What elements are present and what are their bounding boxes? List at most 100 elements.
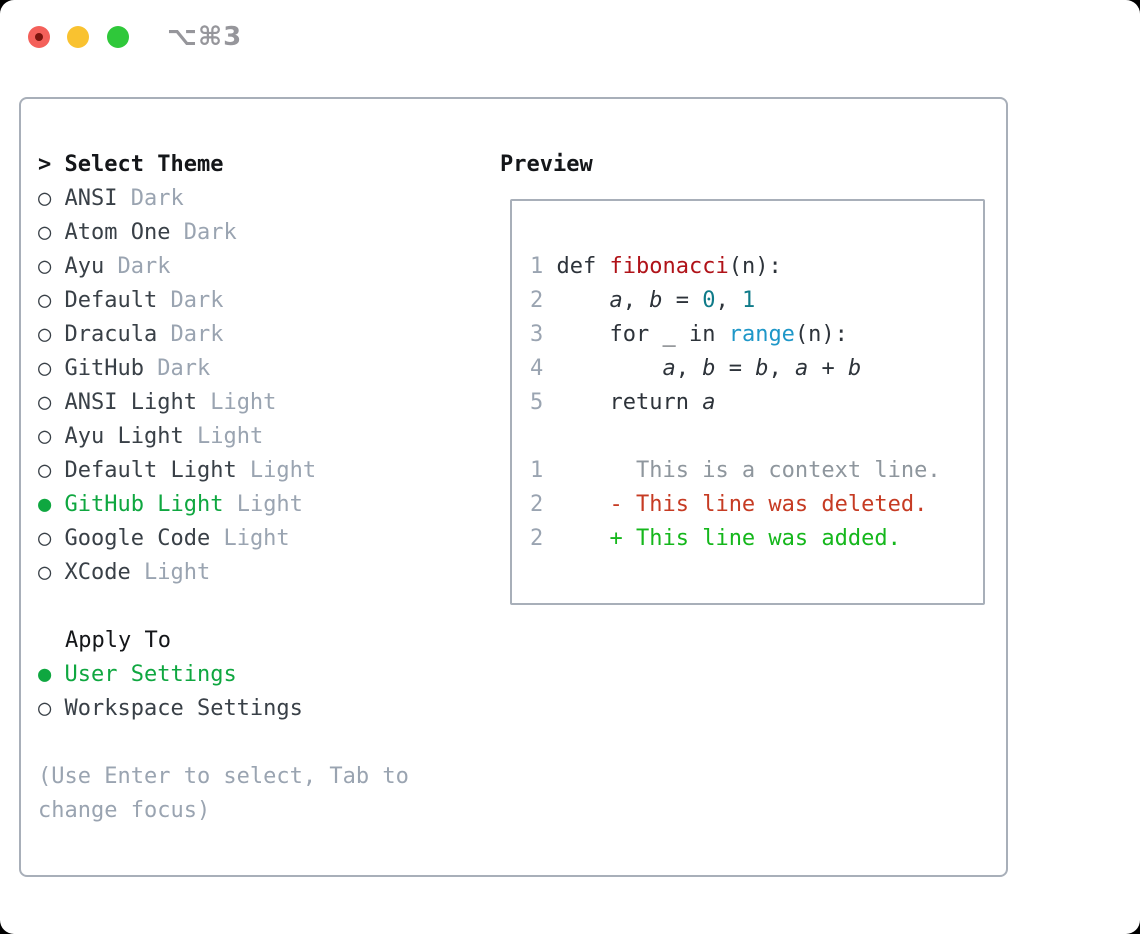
theme-variant-label: Light [210, 526, 290, 551]
theme-variant-label: Dark [157, 322, 224, 347]
code-token [543, 492, 609, 517]
apply-option-label: Workspace Settings [64, 696, 303, 721]
code-line: 4 a, b = b, a + b [530, 352, 941, 386]
theme-option-xcode-light[interactable]: ○ XCode Light [38, 556, 316, 590]
radio-unselected-icon: ○ [38, 560, 65, 585]
theme-variant-label: Light [236, 458, 317, 483]
theme-variant-label: Dark [143, 356, 211, 381]
theme-option-github-dark[interactable]: ○ GitHub Dark [38, 352, 316, 386]
theme-option-ayu-dark[interactable]: ○ Ayu Dark [38, 250, 316, 284]
code-token: 1 [530, 254, 557, 279]
code-token: range [728, 322, 795, 347]
theme-option-atom-one-dark[interactable]: ○ Atom One Dark [38, 216, 316, 250]
theme-name: GitHub Light [64, 492, 224, 517]
zoom-button[interactable] [107, 26, 129, 48]
code-token: 3 [530, 322, 544, 347]
radio-unselected-icon: ○ [38, 458, 65, 483]
theme-option-default-dark[interactable]: ○ Default Dark [38, 284, 316, 318]
theme-list-title: Select Theme [64, 152, 224, 177]
code-token: fibonacci [609, 254, 729, 279]
code-token: a [702, 390, 716, 415]
theme-variant-label: Light [183, 424, 264, 449]
radio-unselected-icon: ○ [38, 356, 65, 381]
theme-option-ayu-light-light[interactable]: ○ Ayu Light Light [38, 420, 316, 454]
radio-selected-icon: ● [38, 492, 65, 517]
radio-unselected-icon: ○ [38, 254, 65, 279]
minimize-button[interactable] [67, 26, 89, 48]
theme-option-github-light-light[interactable]: ● GitHub Light Light [38, 488, 316, 522]
code-token: 4 [530, 356, 544, 381]
code-token: a [609, 288, 623, 313]
code-token: b [847, 356, 862, 381]
code-token: 5 [530, 390, 544, 415]
theme-name: Ayu Light [64, 424, 184, 449]
radio-unselected-icon: ○ [38, 526, 65, 551]
spacer [51, 152, 64, 177]
code-token: 1 [530, 458, 544, 483]
theme-list: > Select Theme ○ ANSI Dark○ Atom One Dar… [38, 148, 316, 590]
code-token: , [622, 288, 650, 313]
theme-option-ansi-light-light[interactable]: ○ ANSI Light Light [38, 386, 316, 420]
code-line: 5 return a [530, 386, 941, 420]
code-token: , [715, 288, 742, 313]
code-line: 2 - This line was deleted. [530, 488, 941, 522]
code-token [543, 356, 662, 381]
apply-to-header-row: Apply To [38, 624, 303, 658]
radio-unselected-icon: ○ [38, 696, 65, 721]
code-line: 2 + This line was added. [530, 522, 941, 556]
radio-unselected-icon: ○ [38, 220, 65, 245]
theme-variant-label: Light [196, 390, 277, 415]
code-token [543, 526, 609, 551]
code-token: b [755, 356, 769, 381]
theme-list-header-row: > Select Theme [38, 148, 316, 182]
theme-variant-label: Dark [117, 186, 184, 211]
window-title: ⌥⌘3 [167, 22, 243, 52]
theme-name: Google Code [64, 526, 211, 551]
code-token [543, 322, 609, 347]
apply-option-workspace-settings[interactable]: ○ Workspace Settings [38, 692, 303, 726]
code-token: + This line was added. [609, 526, 901, 551]
hint-line: change focus) [38, 798, 211, 823]
code-token: for _ in [609, 322, 729, 347]
code-token: 1 [741, 288, 756, 313]
radio-unselected-icon: ○ [38, 390, 65, 415]
theme-name: Atom One [64, 220, 171, 245]
unsaved-dot-icon [35, 33, 43, 41]
radio-unselected-icon: ○ [38, 288, 65, 313]
apply-option-user-settings[interactable]: ● User Settings [38, 658, 303, 692]
code-token [543, 288, 609, 313]
preview-title: Preview [500, 152, 593, 177]
code-token: , [675, 356, 703, 381]
theme-option-ansi-dark[interactable]: ○ ANSI Dark [38, 182, 316, 216]
theme-name: XCode [64, 560, 131, 585]
theme-name: Default Light [64, 458, 237, 483]
code-token: = [662, 288, 703, 313]
code-line: 3 for _ in range(n): [530, 318, 941, 352]
code-token: 2 [530, 492, 544, 517]
code-line: 2 a, b = 0, 1 [530, 284, 941, 318]
code-token: + [808, 356, 848, 381]
radio-unselected-icon: ○ [38, 186, 65, 211]
apply-option-label: User Settings [64, 662, 237, 687]
theme-variant-label: Light [223, 492, 303, 517]
theme-name: ANSI [64, 186, 118, 211]
code-token: (n): [728, 254, 782, 279]
theme-variant-label: Dark [170, 220, 237, 245]
theme-option-default-light-light[interactable]: ○ Default Light Light [38, 454, 316, 488]
theme-option-dracula-dark[interactable]: ○ Dracula Dark [38, 318, 316, 352]
radio-selected-icon: ● [38, 662, 65, 687]
code-token: 2 [530, 288, 544, 313]
radio-unselected-icon: ○ [38, 322, 65, 347]
theme-name: GitHub [64, 356, 144, 381]
close-button[interactable] [28, 26, 50, 48]
theme-option-google-code-light[interactable]: ○ Google Code Light [38, 522, 316, 556]
hint-line: (Use Enter to select, Tab to [38, 764, 409, 789]
theme-name: ANSI Light [64, 390, 197, 415]
code-token: (n): [794, 322, 848, 347]
code-token: a [794, 356, 809, 381]
radio-unselected-icon: ○ [38, 424, 65, 449]
code-token: b [702, 356, 716, 381]
code-token: return [609, 390, 703, 415]
code-token: def [556, 254, 610, 279]
code-token [543, 458, 636, 483]
